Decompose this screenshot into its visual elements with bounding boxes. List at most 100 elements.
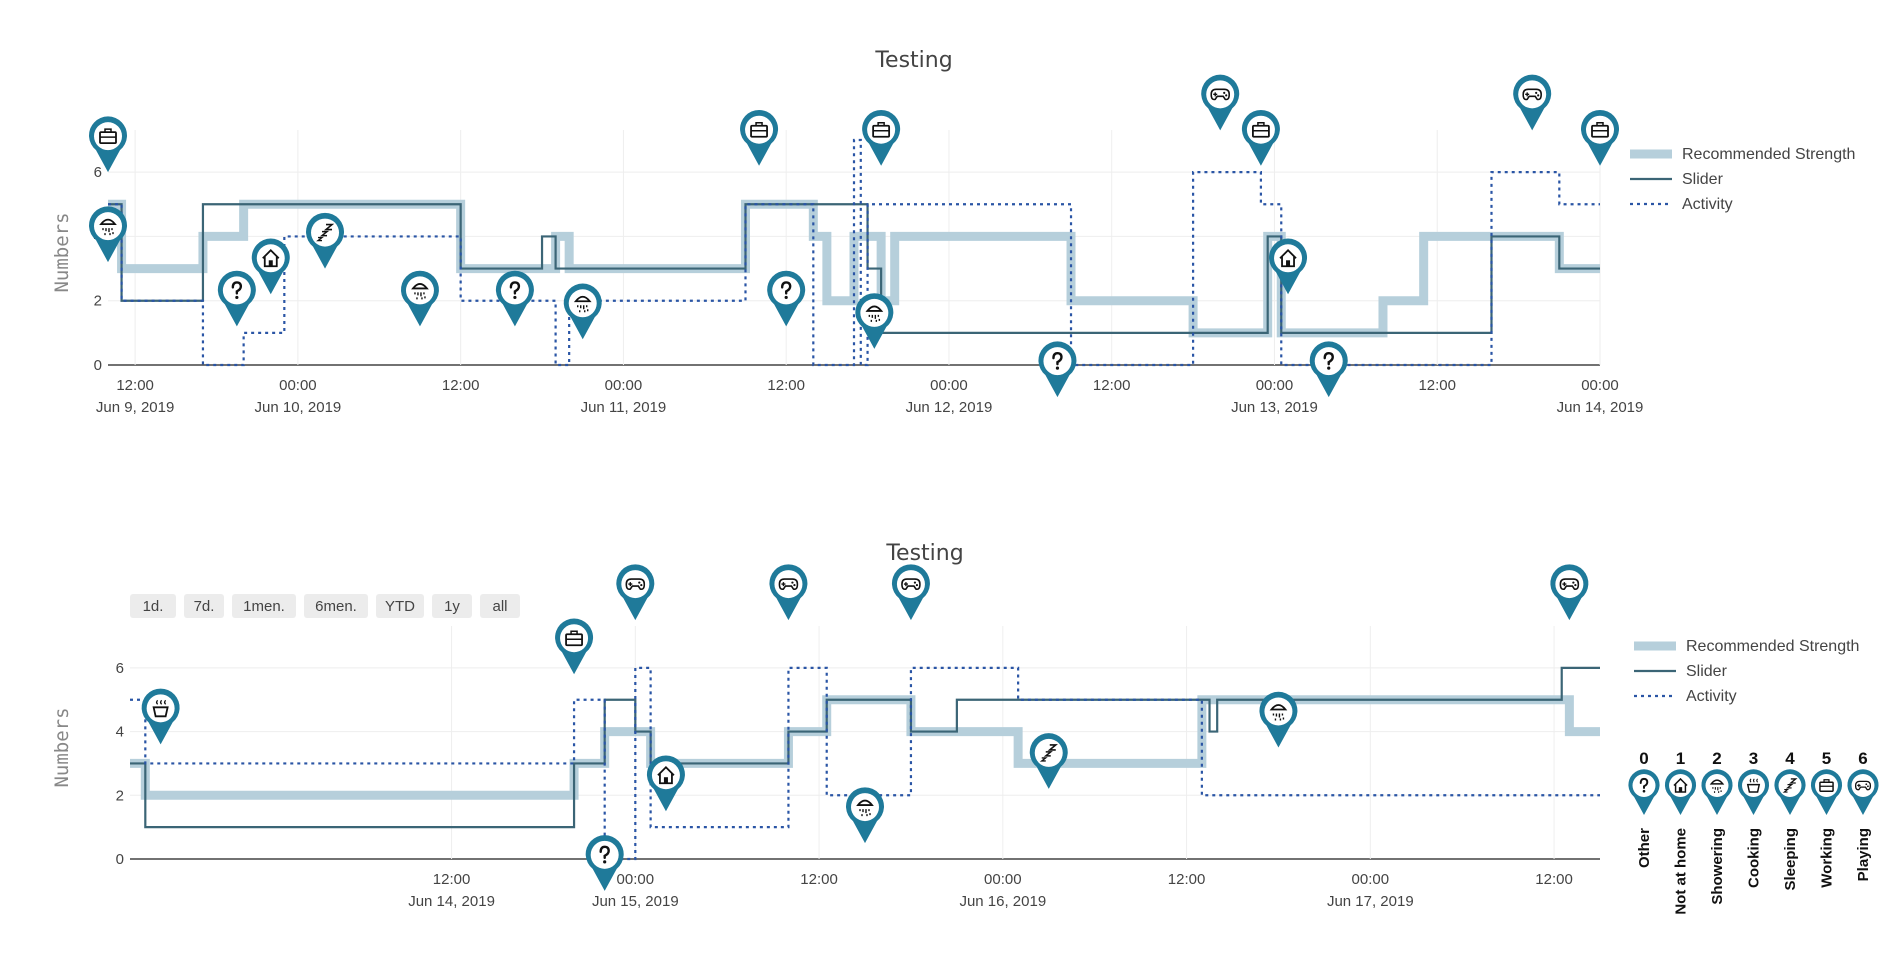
activity-marker — [740, 109, 779, 166]
chart-title: Testing — [874, 48, 952, 73]
range-button-1[interactable]: 7d. — [184, 594, 224, 618]
x-tick-label: 00:00 — [605, 377, 643, 394]
activity-marker — [846, 787, 884, 844]
marker-face — [405, 276, 434, 305]
x-tick-date-label: Jun 14, 2019 — [408, 893, 495, 910]
x-tick-label: 00:00 — [984, 871, 1022, 888]
x-tick-date-label: Jun 15, 2019 — [592, 893, 679, 910]
range-button-label: 1men. — [243, 598, 285, 615]
key-marker — [1664, 769, 1697, 815]
legend-label: Slider — [1682, 171, 1724, 188]
range-button-0[interactable]: 1d. — [130, 594, 176, 618]
activity-marker — [1201, 74, 1240, 131]
marker-face — [256, 244, 285, 273]
activity-marker — [616, 564, 655, 621]
activity-marker — [251, 238, 290, 295]
marker-face — [1555, 570, 1584, 599]
range-button-bg[interactable] — [376, 594, 424, 618]
marker-face — [860, 298, 889, 327]
legend-label: Recommended Strength — [1682, 146, 1855, 163]
activity-marker — [89, 116, 127, 173]
key-label: Playing — [1855, 828, 1872, 881]
key-marker — [1774, 769, 1806, 815]
x-tick-date-label: Jun 10, 2019 — [255, 399, 342, 416]
marker-face — [1264, 697, 1293, 726]
activity-marker — [855, 293, 894, 349]
x-tick-label: 12:00 — [1093, 377, 1131, 394]
series-line-activity — [130, 666, 1600, 861]
marker-face — [651, 761, 680, 790]
activity-marker — [862, 109, 901, 166]
key-label: Cooking — [1746, 828, 1763, 888]
y-axis-label: Numbers — [51, 707, 73, 787]
key-value: 1 — [1676, 749, 1685, 768]
x-tick-date-label: Jun 9, 2019 — [96, 399, 174, 416]
marker-face — [1742, 774, 1765, 797]
key-value: 3 — [1749, 749, 1758, 768]
key-label: Working — [1819, 828, 1836, 888]
marker-face — [745, 115, 774, 144]
marker-face — [1586, 115, 1614, 144]
range-button-bg[interactable] — [480, 594, 520, 618]
x-tick-label: 12:00 — [442, 377, 480, 394]
activity-marker — [1581, 109, 1619, 166]
x-tick-label: 00:00 — [1256, 377, 1294, 394]
marker-face — [1669, 774, 1692, 797]
activity-marker — [555, 618, 594, 675]
range-button-bg[interactable] — [432, 594, 472, 618]
legend-label: Activity — [1682, 196, 1733, 213]
activity-marker — [1513, 74, 1552, 131]
activity-marker — [767, 270, 806, 327]
activity-marker — [769, 564, 808, 621]
x-tick-label: 12:00 — [433, 871, 471, 888]
range-button-4[interactable]: YTD — [376, 594, 424, 618]
marker-face — [851, 793, 879, 822]
x-tick-label: 00:00 — [279, 377, 317, 394]
range-button-5[interactable]: 1y — [432, 594, 472, 618]
activity-marker — [1241, 109, 1280, 166]
key-marker — [1847, 769, 1879, 815]
marker-face — [1705, 774, 1729, 797]
legend-label: Recommended Strength — [1686, 638, 1859, 655]
activity-marker — [1309, 341, 1348, 398]
range-button-2[interactable]: 1men. — [232, 594, 296, 618]
activity-marker — [1038, 341, 1077, 398]
range-button-bg[interactable] — [130, 594, 176, 618]
y-tick-label: 2 — [116, 787, 124, 804]
x-tick-date-label: Jun 16, 2019 — [959, 893, 1046, 910]
key-label: Not at home — [1673, 828, 1690, 915]
activity-marker — [89, 206, 127, 263]
y-tick-label: 4 — [116, 724, 124, 741]
marker-face — [568, 289, 597, 318]
range-button-label: 1y — [444, 598, 460, 615]
x-tick-date-label: Jun 13, 2019 — [1231, 399, 1318, 416]
marker-face — [1206, 80, 1235, 109]
legend-label: Slider — [1686, 663, 1728, 680]
key-label: Showering — [1709, 828, 1726, 905]
marker-face — [560, 624, 589, 653]
range-button-label: 1d. — [143, 598, 164, 615]
y-tick-label: 6 — [116, 660, 124, 677]
x-tick-date-label: Jun 12, 2019 — [906, 399, 993, 416]
range-button-6[interactable]: all — [480, 594, 520, 618]
marker-face — [774, 570, 803, 599]
series-line-activity — [108, 138, 1600, 367]
marker-face — [94, 122, 122, 151]
marker-face — [94, 212, 122, 241]
range-button-bg[interactable] — [184, 594, 224, 618]
x-tick-label: 00:00 — [930, 377, 968, 394]
range-button-bg[interactable] — [304, 594, 368, 618]
marker-face — [146, 694, 175, 723]
activity-marker — [585, 835, 624, 891]
marker-face — [1274, 244, 1303, 273]
x-tick-label: 12:00 — [1535, 871, 1573, 888]
key-value: 2 — [1712, 749, 1721, 768]
range-button-label: 7d. — [194, 598, 215, 615]
x-tick-date-label: Jun 11, 2019 — [581, 399, 667, 416]
range-button-3[interactable]: 6men. — [304, 594, 368, 618]
range-button-bg[interactable] — [232, 594, 296, 618]
key-marker — [1810, 769, 1843, 815]
